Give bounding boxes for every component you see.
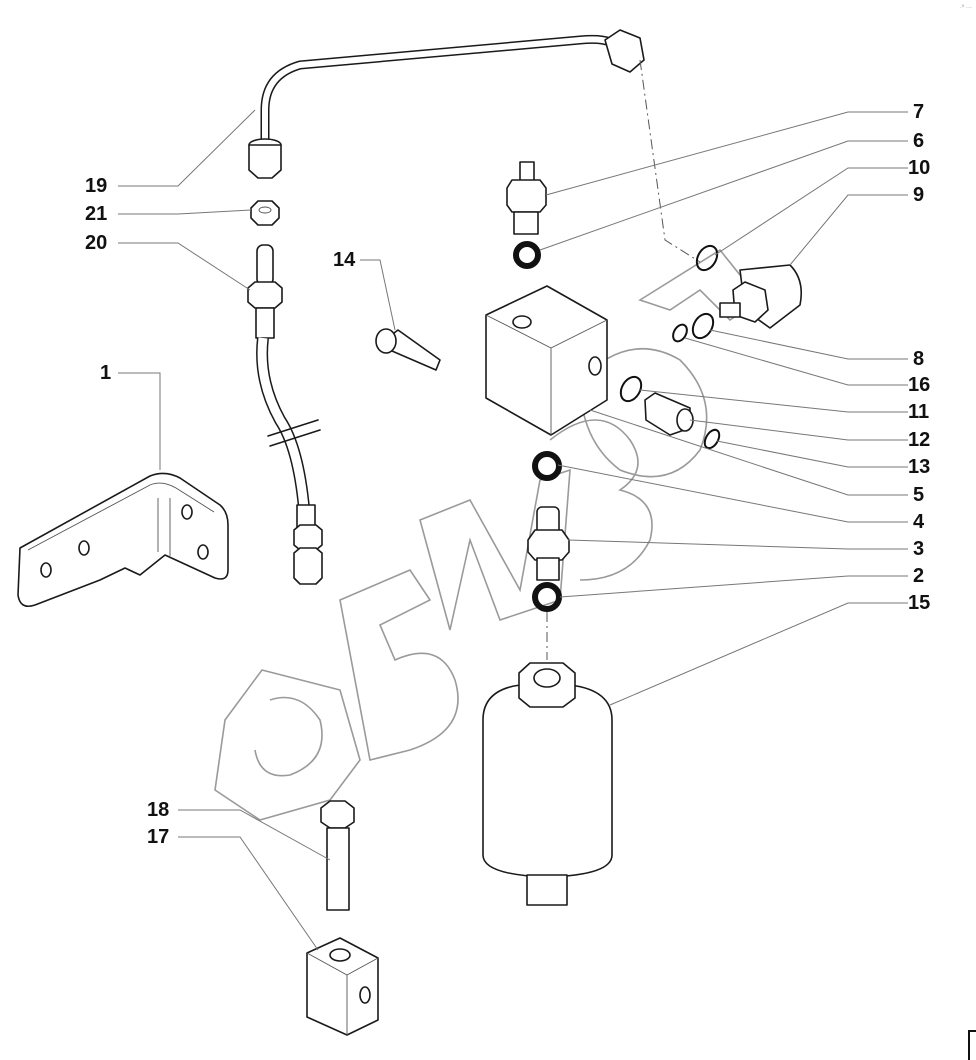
part-8-oring xyxy=(691,312,715,340)
part-21-nut xyxy=(250,200,280,226)
callout-19[interactable]: 19 xyxy=(85,175,108,197)
part-5-manifold-block xyxy=(485,285,608,436)
callout-10[interactable]: 10 xyxy=(908,157,931,179)
leader-lines xyxy=(118,109,908,951)
part-14-screw xyxy=(375,328,441,371)
callout-9[interactable]: 9 xyxy=(913,184,925,206)
callout-4[interactable]: 4 xyxy=(913,511,925,533)
part-16-oring xyxy=(672,323,688,343)
part-4-washer xyxy=(532,451,562,481)
callout-16[interactable]: 16 xyxy=(908,374,931,396)
part-9-solenoid-valve xyxy=(719,264,803,329)
callout-7[interactable]: 7 xyxy=(913,101,925,123)
watermark xyxy=(214,248,762,821)
callout-13[interactable]: 13 xyxy=(908,456,931,478)
part-15-filter xyxy=(482,662,613,906)
part-7-pressure-switch xyxy=(506,161,547,235)
part-17-spacer-block xyxy=(306,937,379,1036)
part-11-oring xyxy=(619,375,643,403)
part-18-bolt xyxy=(320,800,355,911)
callout-1[interactable]: 1 xyxy=(100,362,112,384)
part-1-bracket xyxy=(17,472,229,608)
part-19-pipe xyxy=(248,29,645,179)
part-12-union xyxy=(644,392,694,436)
callout-17[interactable]: 17 xyxy=(147,826,170,848)
callout-15[interactable]: 15 xyxy=(908,592,931,614)
frame-edge xyxy=(968,1030,976,1060)
callout-8[interactable]: 8 xyxy=(913,348,925,370)
callout-3[interactable]: 3 xyxy=(913,538,925,560)
part-6-washer xyxy=(513,241,541,269)
callout-2[interactable]: 2 xyxy=(913,565,925,587)
corner-mark: ·⁰ ··· xyxy=(959,5,972,11)
part-2-washer xyxy=(532,582,562,612)
callout-6[interactable]: 6 xyxy=(913,130,925,152)
part-20-union-hose xyxy=(247,244,323,585)
callout-14[interactable]: 14 xyxy=(333,249,356,271)
callout-18[interactable]: 18 xyxy=(147,799,170,821)
callout-21[interactable]: 21 xyxy=(85,203,108,225)
callout-12[interactable]: 12 xyxy=(908,429,931,451)
callout-11[interactable]: 11 xyxy=(908,401,930,423)
callout-5[interactable]: 5 xyxy=(913,484,925,506)
callout-20[interactable]: 20 xyxy=(85,232,108,254)
part-13-oring xyxy=(703,428,721,450)
part-3-nipple xyxy=(527,506,570,581)
part-10-oring xyxy=(695,244,719,272)
